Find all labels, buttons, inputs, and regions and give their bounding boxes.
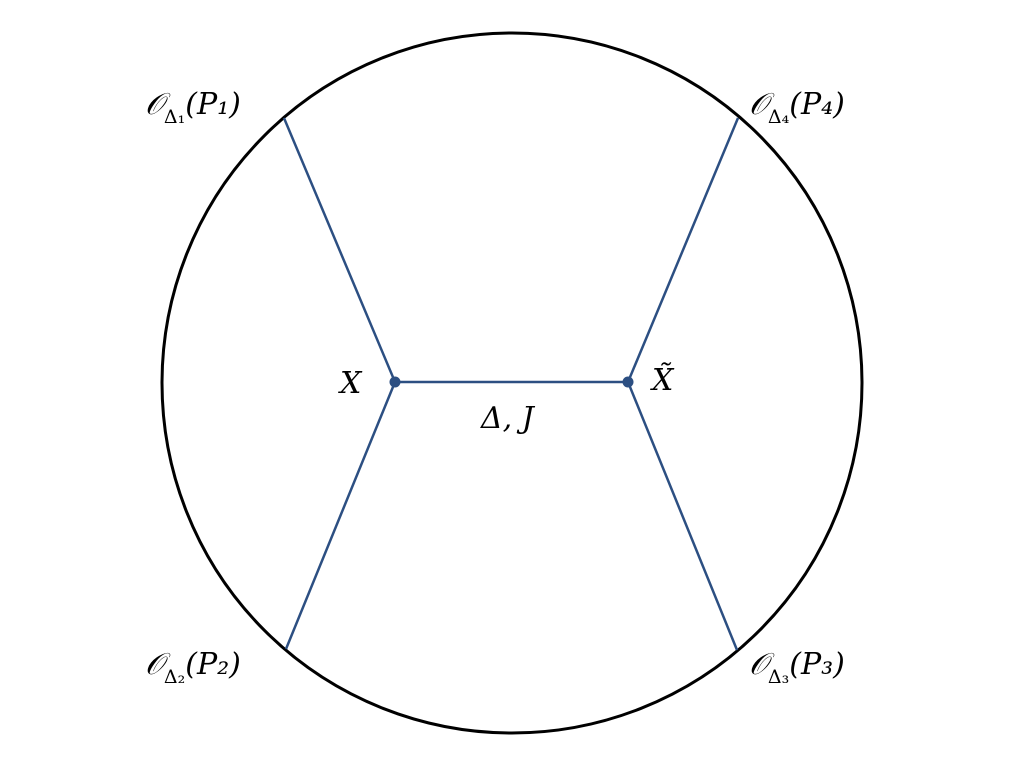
operator-label-1: 𝒪Δ₁(P₁) [145, 87, 241, 128]
vertex-label-x: X [338, 366, 363, 401]
edge-p1-x [282, 117, 397, 383]
operator-label-3: 𝒪Δ₃(P₃) [749, 647, 845, 688]
operator-subscript: Δ₄ [768, 106, 790, 128]
exchange-label: Δ, J [480, 401, 536, 436]
operator-argument: (P₄) [789, 87, 845, 122]
operator-label-4: 𝒪Δ₄(P₄) [749, 87, 845, 128]
vertex-label-xtilde: X̃ [650, 363, 675, 398]
edge-p3-xtilde [626, 381, 739, 651]
edge-p2-x [284, 381, 397, 650]
vertex-xtilde [622, 376, 634, 388]
vertex-x [389, 376, 401, 388]
boundary-circle [160, 31, 864, 735]
operator-argument: (P₂) [185, 647, 241, 682]
operator-label-2: 𝒪Δ₂(P₂) [145, 647, 241, 688]
operator-subscript: Δ₃ [768, 666, 789, 688]
operator-argument: (P₁) [185, 87, 241, 122]
operator-argument: (P₃) [789, 647, 845, 682]
operator-subscript: Δ₂ [164, 666, 185, 688]
edge-p4-xtilde [626, 117, 740, 383]
operator-subscript: Δ₁ [164, 106, 185, 128]
